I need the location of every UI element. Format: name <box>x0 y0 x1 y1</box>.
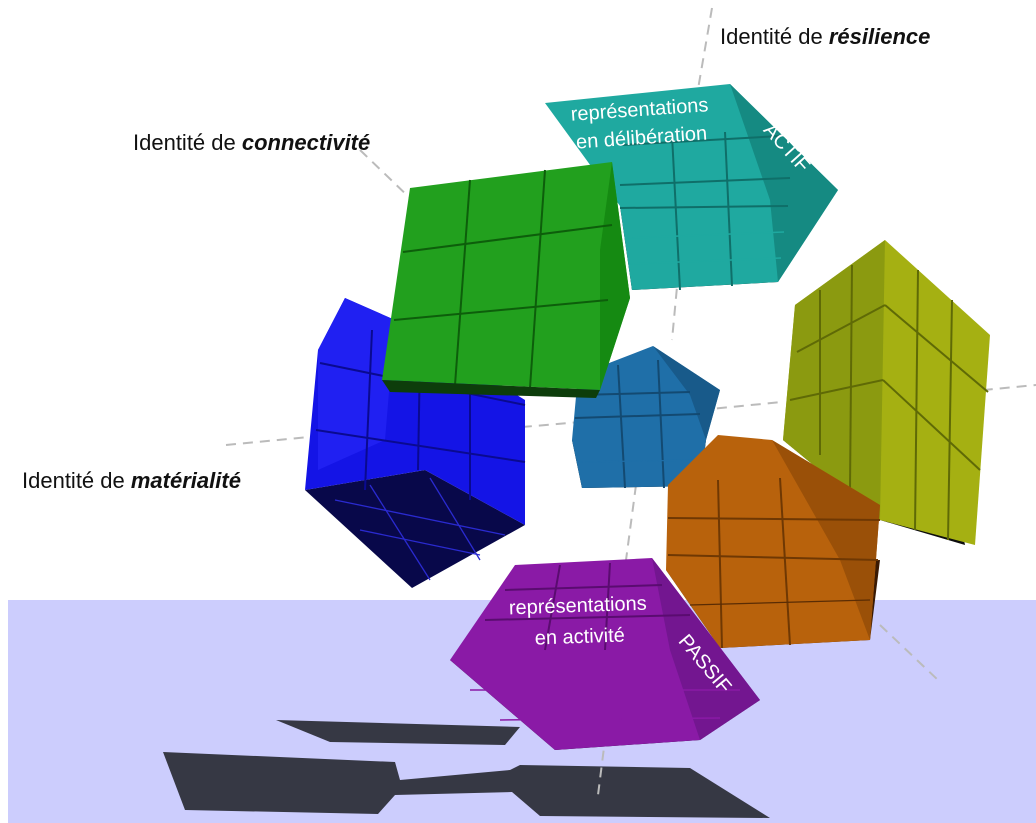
cube-purple <box>450 558 760 750</box>
purple-face-line2: en activité <box>534 624 625 649</box>
cube-olive <box>783 240 990 545</box>
cube-blue <box>305 298 526 588</box>
cube-steel-blue <box>572 346 720 489</box>
teal-side-face <box>730 84 838 282</box>
cube-green <box>382 162 630 398</box>
label-connectivite: Identité de connectivité <box>133 130 370 155</box>
cube-teal <box>545 84 838 291</box>
label-resilience: Identité de résilience <box>720 24 930 49</box>
purple-face-line1: représentations <box>509 593 648 620</box>
label-materialite: Identité de matérialité <box>22 468 241 493</box>
cube-shadows <box>163 720 770 818</box>
cube-orange <box>666 435 881 649</box>
